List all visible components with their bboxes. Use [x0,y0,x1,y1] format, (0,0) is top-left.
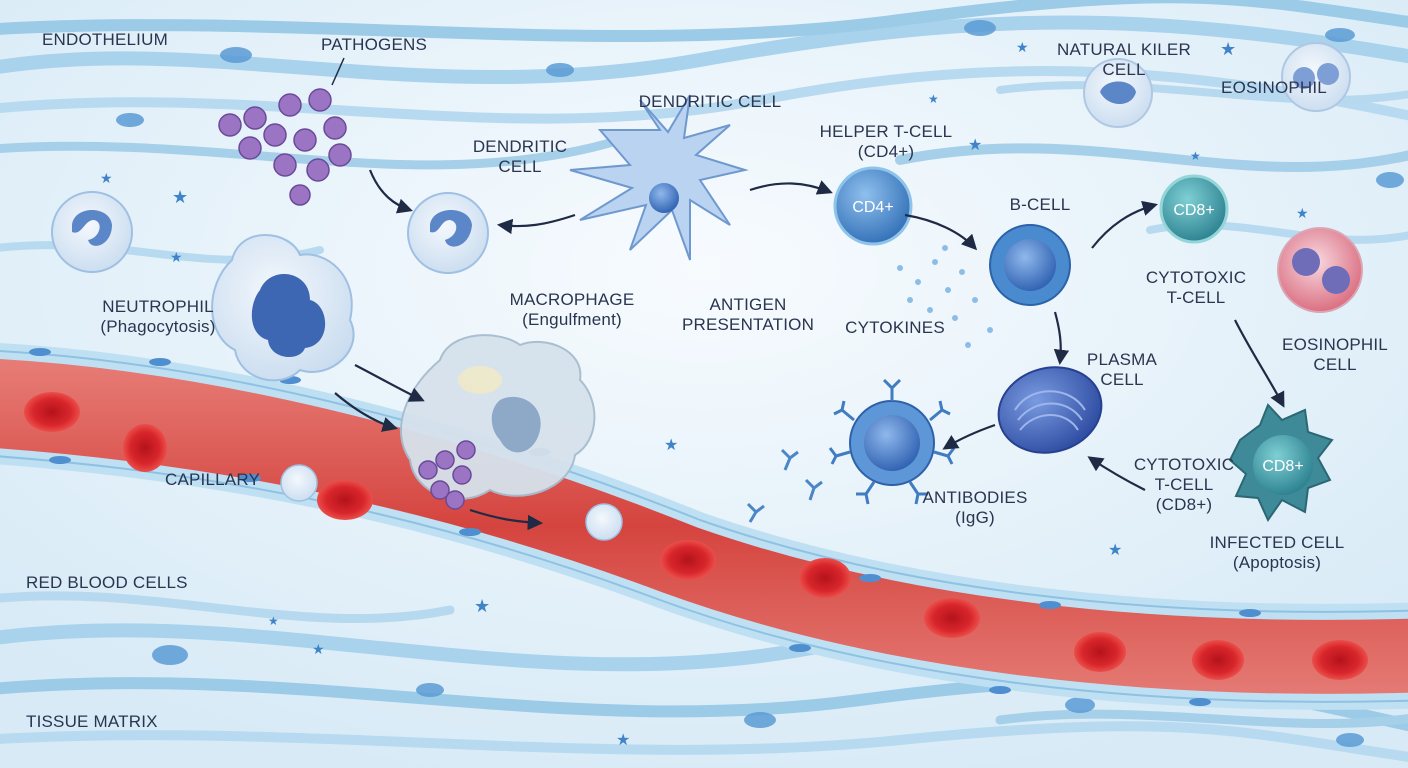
svg-text:★: ★ [172,187,188,208]
phagocytosed-pathogens [418,440,476,510]
b-cell [989,224,1071,306]
svg-text:★: ★ [928,92,939,106]
plasma-cell [997,366,1103,454]
cytokine-dots [897,245,993,348]
label-dendritic-cell-top: DENDRITIC CELL [638,92,782,111]
process-arrows [334,169,1285,531]
svg-text:★: ★ [1296,206,1309,222]
eosinophil-cell-pink [1277,227,1363,313]
label-b-cell: B-CELL [1009,195,1071,214]
label-red-blood-cells: RED BLOOD CELLS [26,573,188,592]
label-tissue-matrix: TISSUE MATRIX [26,712,158,731]
free-antibodies [746,448,823,523]
fiber-nuclei-top [116,20,1404,188]
cd4-marker: CD4+ [852,199,893,216]
svg-text:★: ★ [474,596,490,617]
label-eosinophil-top: EOSINOPHIL [1221,78,1327,97]
label-pathogens: PATHOGENS [320,35,428,54]
sparkle-stars: ★ ★ ★ ★ ★ ★ ★ ★ ★ ★ ★ ★ ★ ★ ★ [100,39,1309,749]
label-cytokines: CYTOKINES [845,318,945,337]
label-macrophage: MACROPHAGE(Engulfment) [509,290,635,329]
svg-text:★: ★ [616,730,630,749]
capillary-vessel [0,343,1408,710]
label-antibodies: ANTIBODIES(IgG) [922,488,1028,527]
dendritic-cell [569,94,749,261]
red-blood-cells [24,392,1368,680]
fiber-nuclei-bottom [152,645,1364,747]
infected-cell: CD8+ [1228,403,1334,523]
svg-text:★: ★ [268,614,279,628]
label-helper-t-cell: HELPER T-CELL(CD4+) [819,122,953,161]
svg-text:★: ★ [1108,540,1122,559]
cd8-marker-top: CD8+ [1173,202,1214,219]
label-capillary: CAPILLARY [165,470,261,489]
cytotoxic-t-cell-top: CD8+ [1159,174,1229,244]
svg-text:★: ★ [312,642,325,658]
b-cell-antibodies [828,378,956,505]
neutrophil-cell [211,234,355,382]
pathogen-cluster [218,88,352,206]
label-endothelium: ENDOTHELIUM [42,30,168,49]
neutrophil-engulfing [407,192,489,274]
svg-text:★: ★ [100,171,113,187]
svg-text:★: ★ [664,435,678,454]
natural-killer-cell [1083,58,1153,128]
neutrophil-small-left [51,191,133,273]
eosinophil-top [1281,42,1351,112]
svg-text:★: ★ [1190,149,1201,163]
svg-text:★: ★ [1016,40,1029,56]
svg-text:★: ★ [1220,39,1236,60]
svg-text:★: ★ [968,135,982,154]
cd8-marker-bottom: CD8+ [1262,458,1303,475]
leukocytes-in-vessel [280,464,623,541]
label-leader-lines [331,57,345,86]
label-infected-cell: INFECTED CELL(Apoptosis) [1209,533,1345,572]
helper-t-cell: CD4+ [833,166,913,246]
svg-text:★: ★ [170,250,183,266]
label-neutrophil: NEUTROPHIL(Phagocytosis) [100,297,216,336]
